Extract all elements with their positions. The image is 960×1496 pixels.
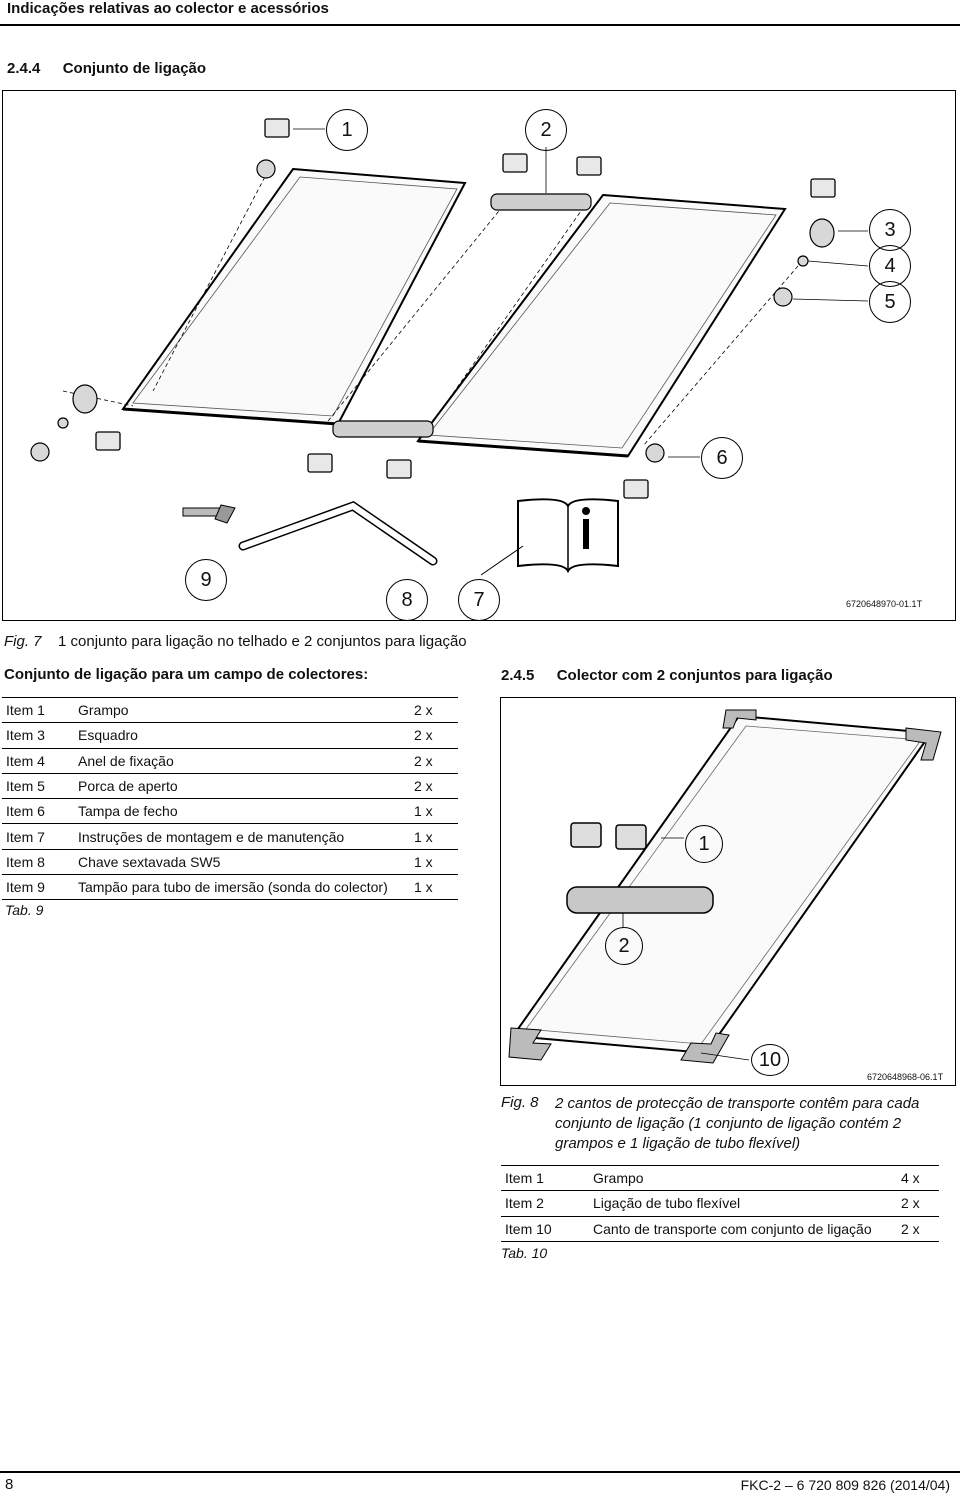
header-rule (0, 24, 960, 26)
cell-item: Item 4 (2, 748, 74, 774)
table-10-label: Tab. 10 (501, 1245, 548, 1261)
figure-8-label: Fig. 8 (501, 1094, 539, 1111)
cell-item: Item 2 (501, 1190, 589, 1217)
clamp-icon (615, 824, 647, 850)
callout-8: 8 (386, 579, 428, 621)
cell-qty: 4 x (897, 1165, 939, 1192)
cell-qty: 1 x (410, 798, 458, 825)
cell-qty: 2 x (410, 748, 458, 774)
cell-qty: 2 x (410, 773, 458, 800)
flexible-hose (566, 886, 714, 914)
figure-8-illustration (508, 709, 942, 1064)
callout-5: 5 (869, 281, 911, 323)
footer-rule (0, 1471, 960, 1473)
callout-6: 6 (701, 437, 743, 479)
callout-10: 10 (751, 1044, 789, 1076)
cell-item: Item 1 (501, 1165, 589, 1192)
cell-desc: Instruções de montagem e de manutenção (74, 823, 410, 850)
cell-qty: 2 x (410, 722, 458, 749)
figure-7-caption-text: 1 conjunto para ligação no telhado e 2 c… (58, 633, 467, 650)
cell-qty: 2 x (897, 1216, 939, 1242)
callout-2: 2 (605, 927, 643, 965)
cell-qty: 1 x (410, 823, 458, 850)
callout-1: 1 (685, 825, 723, 863)
callout-2: 2 (525, 109, 567, 151)
cell-desc: Ligação de tubo flexível (589, 1190, 897, 1217)
section-title: Conjunto de ligação (62, 60, 207, 77)
page-number: 8 (5, 1476, 14, 1493)
callout-1: 1 (326, 109, 368, 151)
cell-desc: Esquadro (74, 722, 410, 749)
figure-8-caption-text: 2 cantos de protecção de transporte cont… (555, 1095, 920, 1152)
cell-qty: 2 x (897, 1190, 939, 1217)
immersion-plug (182, 504, 236, 524)
section-heading-2-4-5: 2.4.5 Colector com 2 conjuntos para liga… (501, 667, 833, 684)
cell-desc: Grampo (589, 1165, 897, 1192)
cell-item: Item 5 (2, 773, 74, 800)
callout-9: 9 (185, 559, 227, 601)
cell-qty: 1 x (410, 849, 458, 876)
figure-7-code: 6720648970-01.1T (846, 599, 923, 609)
collector-panel-right (416, 193, 787, 458)
cell-desc: Tampa de fecho (74, 798, 410, 825)
figure-8-code: 6720648968-06.1T (867, 1072, 944, 1082)
figure-7-label: Fig. 7 (4, 633, 42, 650)
manual-book-icon (517, 498, 619, 574)
section-number: 2.4.4 (7, 60, 41, 77)
cell-desc: Canto de transporte com conjunto de liga… (589, 1216, 897, 1242)
cell-item: Item 8 (2, 849, 74, 876)
cell-desc: Chave sextavada SW5 (74, 849, 410, 876)
cell-desc: Anel de fixação (74, 748, 410, 774)
document-reference: FKC-2 – 6 720 809 826 (2014/04) (740, 1477, 950, 1493)
cell-desc: Grampo (74, 697, 410, 724)
section-heading-2-4-4: 2.4.4 Conjunto de ligação (7, 60, 206, 77)
cell-item: Item 10 (501, 1216, 589, 1242)
cell-qty: 1 x (410, 874, 458, 901)
cell-item: Item 1 (2, 697, 74, 724)
callout-7: 7 (458, 579, 500, 621)
page-header-title: Indicações relativas ao colector e acess… (7, 0, 329, 17)
figure-7-illustration (30, 118, 869, 576)
table-9-heading: Conjunto de ligação para um campo de col… (4, 666, 369, 683)
figure-7-frame: 1 2 3 4 5 6 7 8 9 6720648970-01.1T (2, 90, 956, 621)
cell-item: Item 6 (2, 798, 74, 825)
figure-8-caption: Fig. 8 2 cantos de protecção de transpor… (501, 1094, 956, 1154)
section-title: Colector com 2 conjuntos para ligação (556, 667, 833, 684)
figure-7-caption: Fig. 7 1 conjunto para ligação no telhado… (4, 633, 467, 650)
cell-desc: Tampão para tubo de imersão (sonda do co… (74, 874, 410, 901)
cell-item: Item 3 (2, 722, 74, 749)
cell-item: Item 7 (2, 823, 74, 850)
collector-panel-left (121, 167, 467, 426)
cell-qty: 2 x (410, 697, 458, 724)
section-number: 2.4.5 (501, 667, 535, 684)
table-9-label: Tab. 9 (5, 902, 44, 918)
clamp-icon (570, 822, 602, 848)
cell-desc: Porca de aperto (74, 773, 410, 800)
cell-item: Item 9 (2, 874, 74, 901)
figure-8-frame: 1 2 10 6720648968-06.1T (500, 697, 956, 1086)
